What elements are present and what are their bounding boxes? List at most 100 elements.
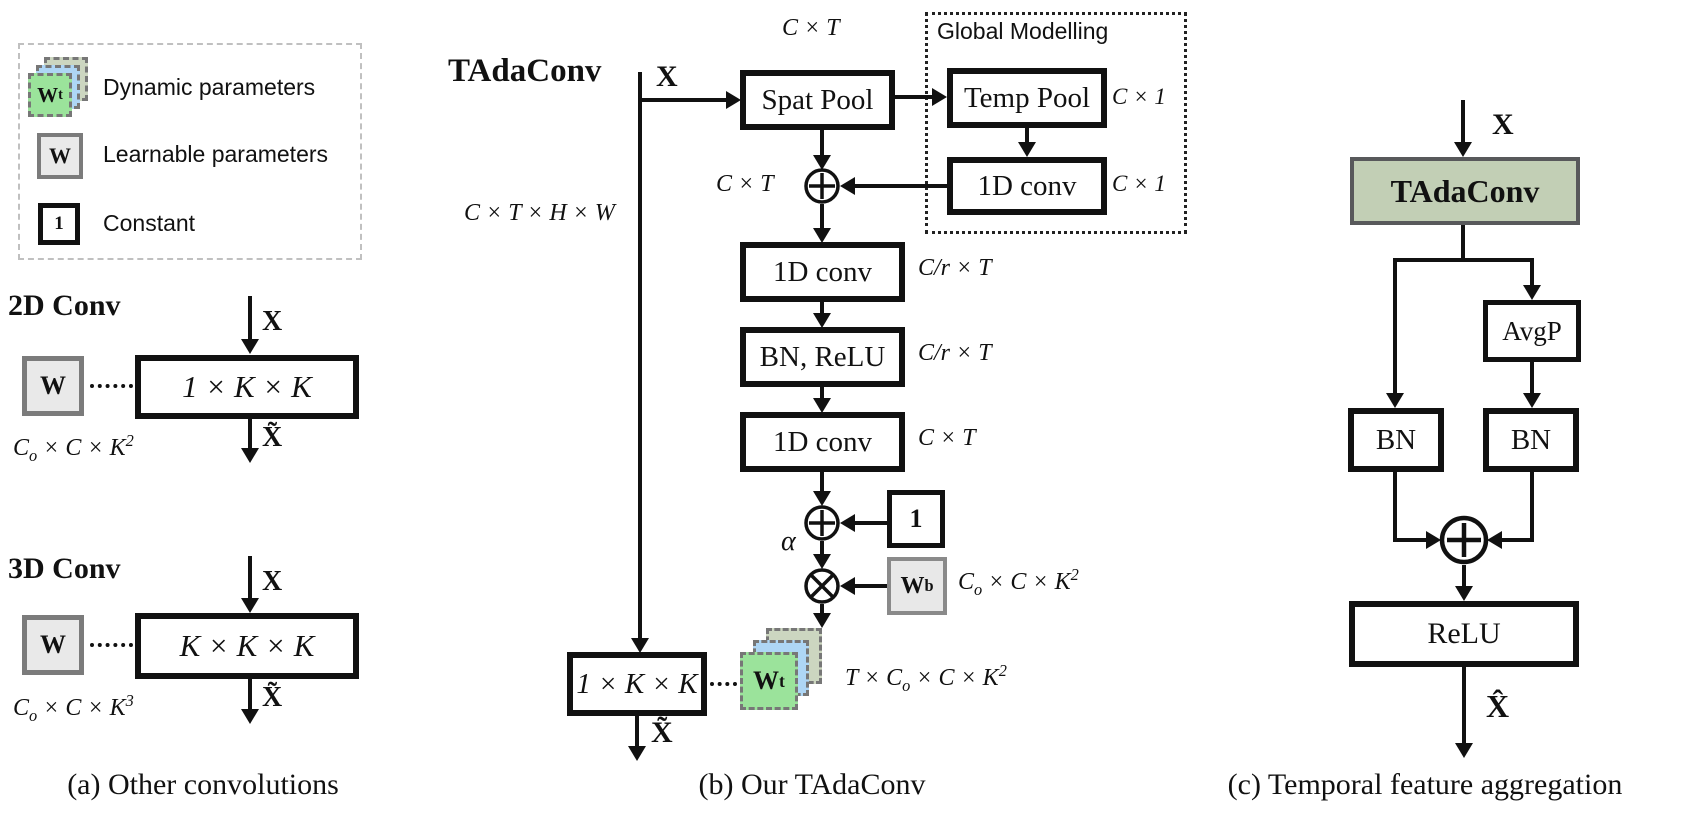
conv2d-kernel-box: 1 × K × K <box>135 355 359 419</box>
conv2d-input-arrow <box>241 339 259 354</box>
conv3d-input-label: X <box>262 566 283 597</box>
tadaconv-output-label: X̃ <box>651 716 673 749</box>
agg-input-line <box>1461 100 1465 142</box>
add-to-relu-line <box>1462 565 1466 587</box>
global-to-add-line <box>854 184 947 188</box>
tadaconv-kernel-box: 1 × K × K <box>567 652 707 716</box>
temp-pool-dims: C × 1 <box>1112 84 1166 109</box>
add-to-conv1-arrow <box>813 228 831 243</box>
agg-left-branch-arrow <box>1386 393 1404 408</box>
conv3d-title: 3D Conv <box>8 552 121 585</box>
conv2d-input-label: X <box>262 306 283 337</box>
panel-b-caption: (b) Our TAdaConv <box>698 768 926 801</box>
conv2d-weight-box: W <box>22 356 84 416</box>
legend-constant-label: Constant <box>103 210 196 236</box>
conv2d-title: 2D Conv <box>8 289 121 322</box>
agg-right-branch-arrow <box>1523 285 1541 300</box>
bnl-to-add-line <box>1395 538 1427 542</box>
bnr-down-line <box>1530 472 1534 542</box>
one-to-add2-arrow <box>840 514 855 532</box>
conv1d-expand-dims: C × T <box>918 425 976 451</box>
bn-relu-box: BN, ReLU <box>740 327 905 387</box>
add-to-conv1-line <box>820 204 824 228</box>
bn-right-box: BN <box>1483 408 1579 472</box>
one-to-add2-line <box>854 521 887 525</box>
add2-to-mul-arrow <box>813 554 831 569</box>
conv3d-kernel-box: K × K × K <box>135 613 359 679</box>
conv3d-weight-connector <box>90 643 133 647</box>
bnl-to-add-arrow <box>1426 531 1441 549</box>
tadaconv-input-dims: C × T × H × W <box>464 200 615 226</box>
conv3d-weight-dims: Co × C × K3 <box>13 691 134 725</box>
add1-dims: C × T <box>716 171 774 197</box>
spat-to-add-line <box>820 130 824 156</box>
input-branch-arrow <box>726 91 741 109</box>
wt-kernel-connector <box>710 682 737 686</box>
legend-learnable-label: Learnable parameters <box>103 141 329 167</box>
bn-relu-dims: C/r × T <box>918 340 992 366</box>
wb-to-mul-line <box>854 584 887 588</box>
conv3d-input-arrow <box>241 598 259 613</box>
spat-to-temp-arrow <box>932 88 947 106</box>
avgp-to-bn-arrow <box>1523 393 1541 408</box>
tadaconv-input-label: X <box>656 60 678 93</box>
spat-to-temp-line <box>895 95 933 99</box>
main-identity-arrow <box>631 638 649 653</box>
avgp-to-bn-line <box>1530 362 1534 394</box>
agg-input-arrow <box>1454 142 1472 157</box>
conv2d-output-line <box>248 419 252 448</box>
main-identity-line <box>638 72 642 638</box>
spat-to-add-arrow <box>813 155 831 170</box>
add-node-2 <box>804 505 840 541</box>
conv1-to-bn-arrow <box>813 313 831 328</box>
spat-pool-box: Spat Pool <box>740 70 895 130</box>
tadaconv-output-arrow <box>628 746 646 761</box>
conv1-to-bn-line <box>820 302 824 314</box>
input-branch-line <box>640 98 726 102</box>
conv1d-reduce-dims: C/r × T <box>918 255 992 281</box>
conv3d-output-arrow <box>241 709 259 724</box>
global-to-add-arrow <box>840 177 855 195</box>
conv2d-output-label: X̃ <box>262 422 283 453</box>
conv3d-input-line <box>248 556 252 598</box>
constant-square: 1 <box>38 203 80 245</box>
conv2d-output-arrow <box>241 448 259 463</box>
add2-to-mul-line <box>820 541 824 555</box>
mul-to-wt-line <box>820 604 824 614</box>
conv1d-expand-box: 1D conv <box>740 412 905 472</box>
temp-to-conv-arrow <box>1018 142 1036 157</box>
panel-a-caption: (a) Other convolutions <box>67 768 339 801</box>
constant-one-box: 1 <box>887 490 945 548</box>
agg-left-branch-line <box>1393 258 1397 394</box>
add-to-relu-arrow <box>1455 586 1473 601</box>
conv3d-output-line <box>248 679 252 709</box>
conv2-to-add2-arrow <box>813 491 831 506</box>
conv3d-output-label: X̃ <box>262 682 283 713</box>
spat-pool-dims: C × T <box>782 15 840 41</box>
agg-add-node <box>1439 515 1489 565</box>
legend-box <box>18 43 362 260</box>
global-modelling-box <box>925 12 1187 234</box>
tadaconv-title: TAdaConv <box>448 53 602 89</box>
conv2d-input-line <box>248 296 252 339</box>
agg-tadaconv-box: TAdaConv <box>1350 157 1580 225</box>
agg-right-branch-line <box>1530 258 1534 286</box>
global-conv1d-dims: C × 1 <box>1112 171 1166 196</box>
legend-dynamic-label: Dynamic parameters <box>103 74 316 100</box>
add-node-1 <box>804 168 840 204</box>
temp-to-conv-line <box>1025 128 1029 143</box>
agg-stem-line <box>1461 225 1465 262</box>
agg-output-label: X̂ <box>1486 688 1510 724</box>
bn-to-conv2-arrow <box>813 398 831 413</box>
bnr-to-add-line <box>1501 538 1532 542</box>
conv2-to-add2-line <box>820 472 824 492</box>
relu-box: ReLU <box>1349 601 1579 667</box>
tadaconv-output-line <box>635 716 639 746</box>
agg-output-arrow <box>1455 743 1473 758</box>
conv2d-weight-dims: Co × C × K2 <box>13 431 134 465</box>
global-conv1d-box: 1D conv <box>947 157 1107 215</box>
agg-input-label: X <box>1492 108 1514 141</box>
